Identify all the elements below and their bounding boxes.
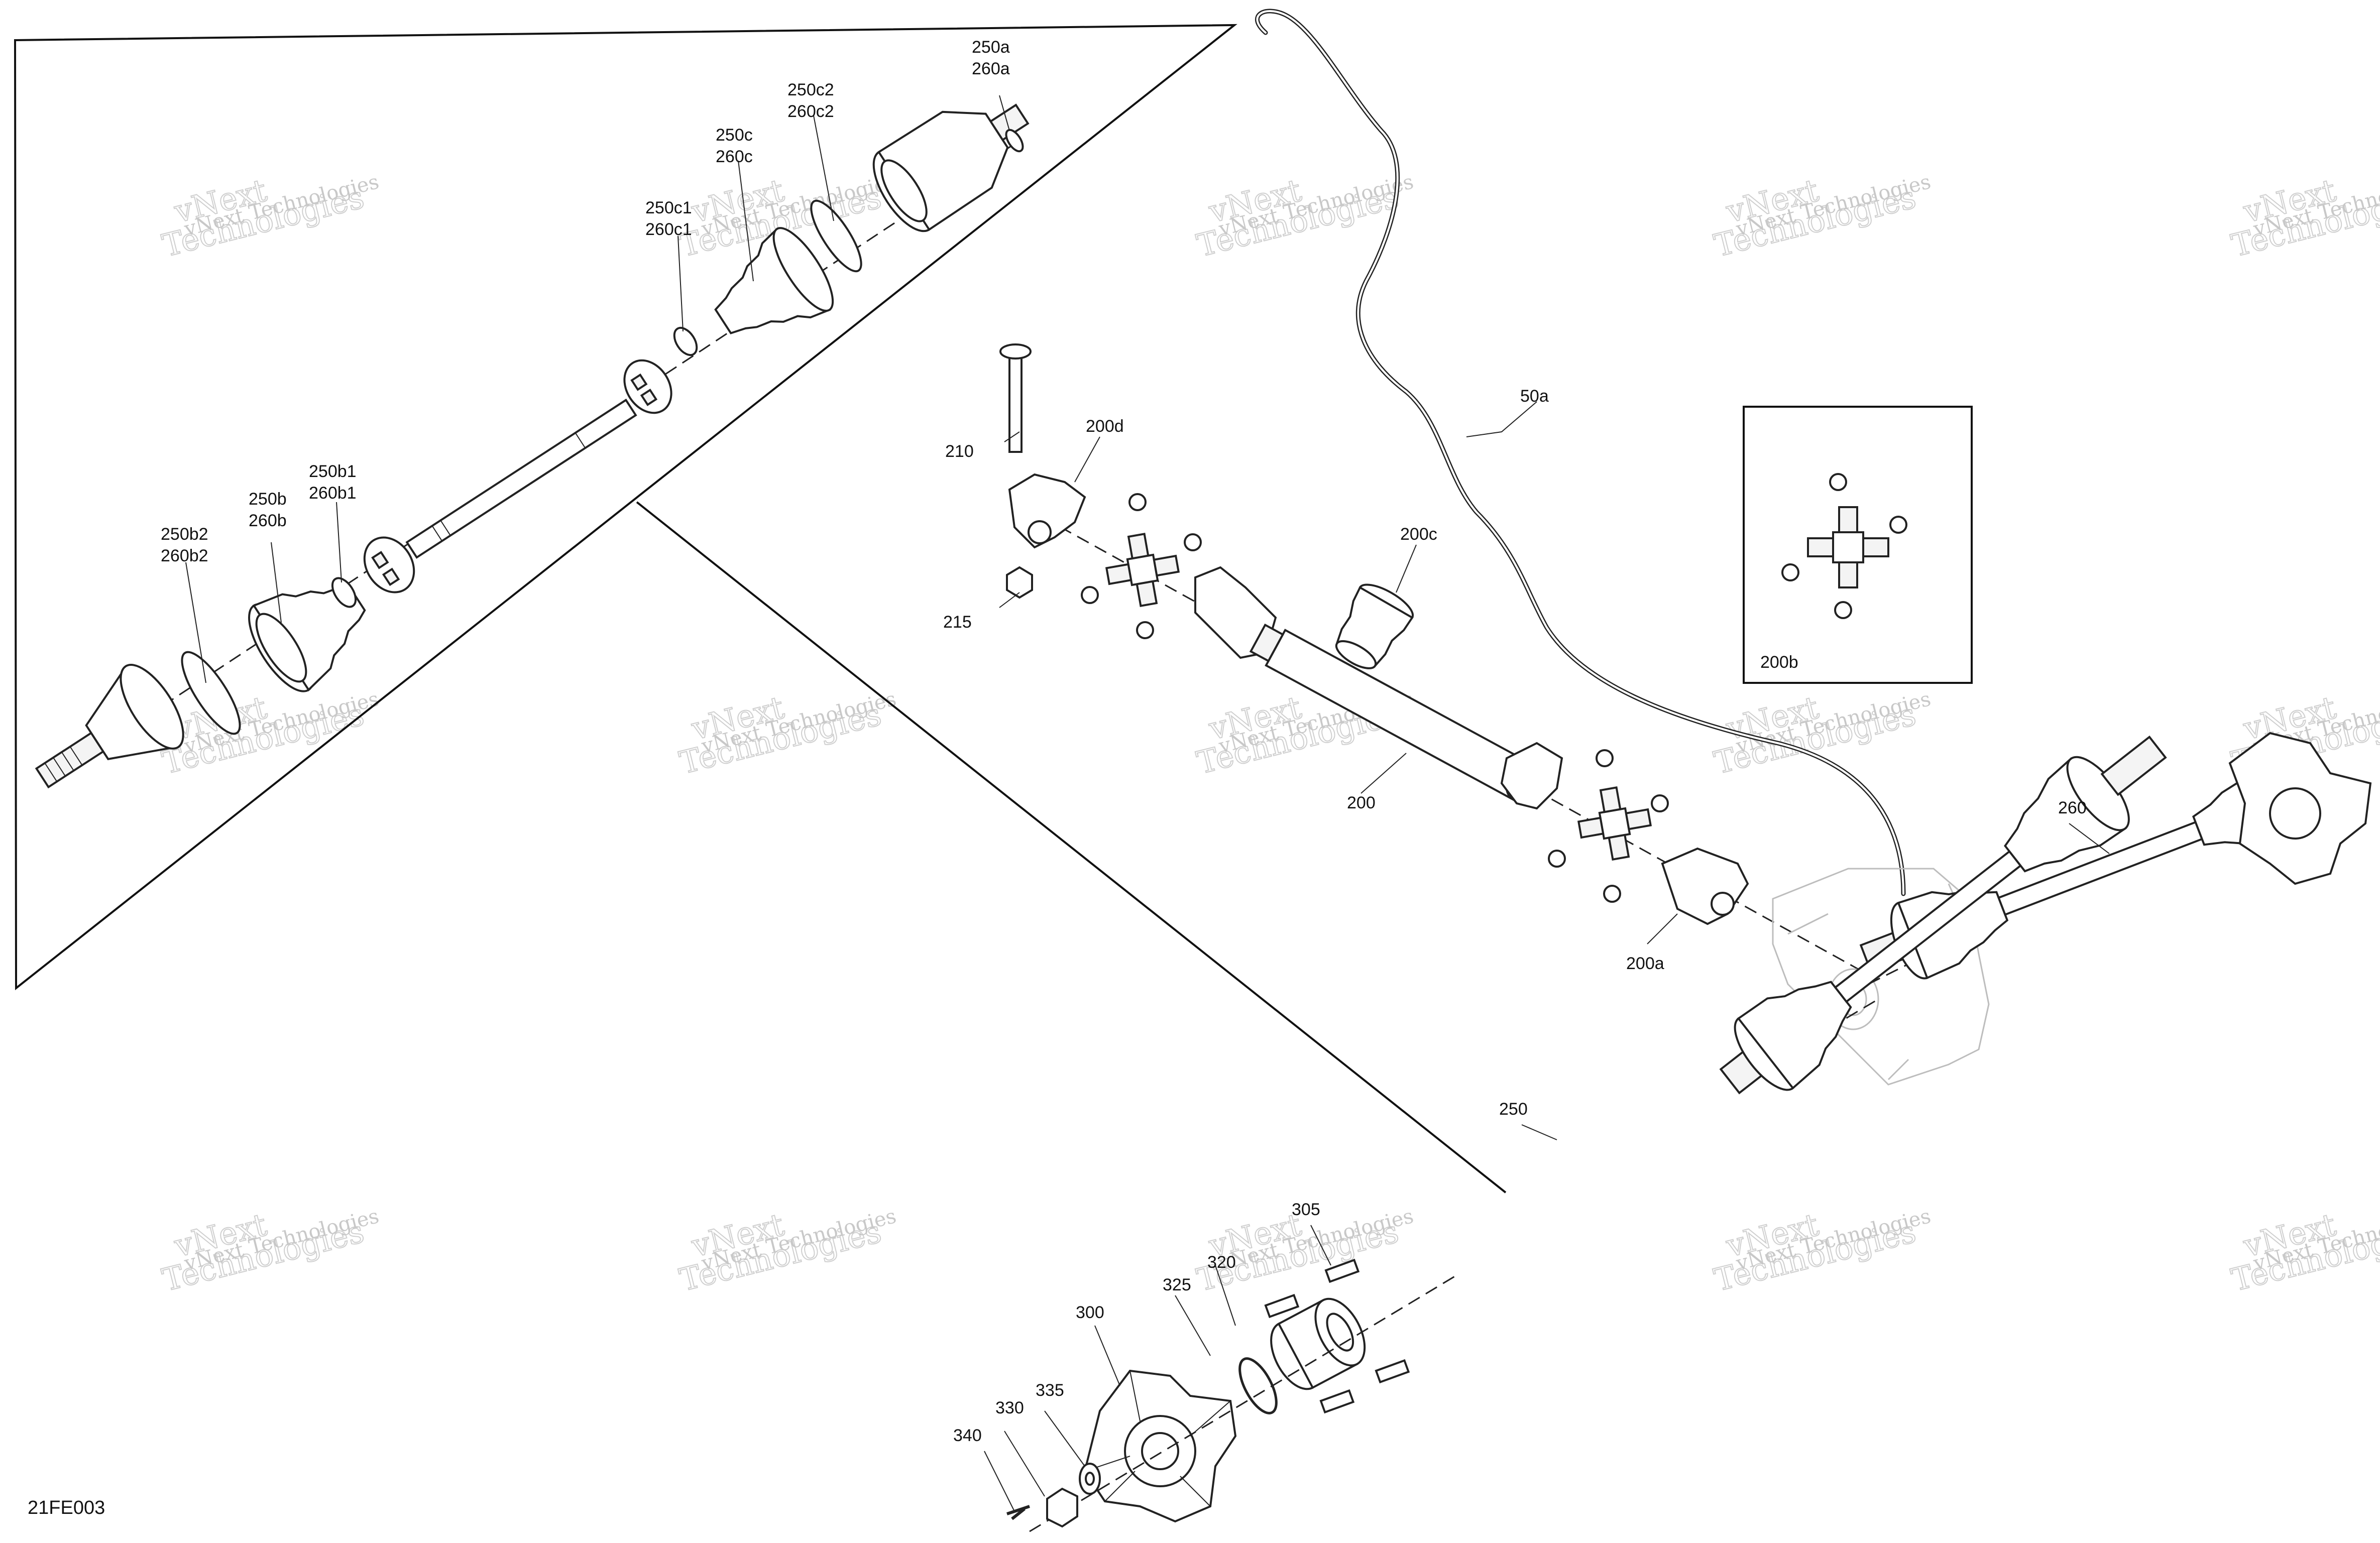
watermark: vNext Technologies vNext Technologies: [1710, 1205, 1933, 1299]
detail-callout-line: [636, 501, 1507, 1194]
cotter-pin-340: [1006, 1505, 1030, 1520]
leader-lines: [185, 95, 2110, 1512]
label-260: 260: [2058, 798, 2087, 817]
watermark: vNext Technologies vNext Technologies: [675, 1205, 898, 1299]
inset-shaft-exploded: [35, 103, 1030, 789]
cv-joint-cage: [623, 359, 672, 414]
label-260b1: 260b1: [309, 484, 357, 503]
bolt: [1319, 1389, 1355, 1414]
watermark: vNext Technologies vNext Technologies: [1193, 1205, 1416, 1299]
label-260b: 260b: [249, 511, 287, 530]
snap-ring: [1548, 850, 1566, 868]
label-250: 250: [1499, 1100, 1528, 1119]
nut-330: [1046, 1487, 1078, 1528]
snap-ring: [1781, 563, 1799, 581]
vent-tube: [1255, 9, 1906, 896]
wheel-hub-300: [1083, 1369, 1237, 1523]
part-labels: 50a 210 200d 200c 215 200 200a 200b 260 …: [28, 38, 2087, 1518]
snap-ring: [1184, 533, 1202, 551]
cv-boot: [248, 585, 366, 692]
label-300: 300: [1076, 1303, 1104, 1322]
boot-200c: [1335, 583, 1414, 669]
watermark: vNext Technologies vNext Technologies: [1710, 170, 1933, 265]
label-250c2: 250c2: [787, 80, 834, 99]
label-200c: 200c: [1400, 525, 1437, 544]
snap-ring: [1136, 621, 1154, 639]
watermark: vNext Technologies vNext Technologies: [158, 1205, 381, 1299]
label-250c1: 250c1: [645, 198, 692, 217]
label-250c: 250c: [716, 126, 753, 145]
label-260c1: 260c1: [645, 220, 692, 239]
snap-ring: [1596, 749, 1614, 767]
outer-stub-shaft: [35, 664, 184, 789]
snap-ring: [1889, 516, 1907, 534]
label-210: 210: [945, 442, 974, 461]
watermarks: vNext Technologies vNext Technologies vN…: [158, 170, 2380, 1299]
watermark: vNext Technologies vNext Technologies: [2227, 1205, 2380, 1299]
universal-joint-cross: [1105, 532, 1180, 608]
inset-shaft-bar: [405, 398, 637, 559]
label-200: 200: [1347, 793, 1376, 812]
snap-ring: [1834, 601, 1852, 619]
circlip-325: [1238, 1357, 1278, 1414]
snap-ring: [1603, 885, 1621, 903]
watermark: vNext Technologies vNext Technologies: [2227, 170, 2380, 265]
label-320: 320: [1207, 1253, 1236, 1272]
cv-boot: [714, 227, 834, 334]
universal-joint-cross: [1807, 506, 1889, 588]
watermark: vNext Technologies vNext Technologies: [1710, 687, 1933, 782]
watermark: vNext Technologies vNext Technologies: [675, 687, 898, 782]
hub-hardware: [1006, 1258, 1457, 1532]
snap-ring: [1081, 586, 1099, 604]
label-330: 330: [995, 1398, 1024, 1417]
label-305: 305: [1292, 1200, 1320, 1219]
bearing-320: [1270, 1297, 1366, 1390]
small-clamp: [331, 577, 357, 608]
label-200b: 200b: [1760, 653, 1798, 672]
clamp-ring: [810, 199, 862, 273]
label-250b: 250b: [249, 490, 287, 509]
snap-ring: [1005, 129, 1024, 153]
label-335: 335: [1036, 1381, 1064, 1400]
label-260c2: 260c2: [787, 102, 834, 121]
detail-box-200b: [1743, 406, 1973, 684]
outer-housing: [872, 103, 1030, 232]
bolt-210: [999, 343, 1032, 453]
yoke-200a: [1661, 847, 1749, 925]
clamp-ring: [181, 651, 241, 735]
snap-ring: [1128, 493, 1147, 511]
label-250a: 250a: [972, 38, 1010, 57]
snap-ring: [1829, 473, 1847, 491]
universal-joint-cross: [1577, 786, 1652, 861]
label-250b1: 250b1: [309, 462, 357, 481]
bolt-305: [1324, 1258, 1360, 1283]
watermark: vNext Technologies vNext Technologies: [158, 170, 381, 265]
label-340: 340: [953, 1426, 982, 1445]
label-260b2: 260b2: [161, 546, 208, 565]
watermark: vNext Technologies vNext Technologies: [2227, 687, 2380, 782]
label-215: 215: [943, 613, 972, 632]
label-200a: 200a: [1626, 954, 1664, 973]
bolt: [1375, 1359, 1410, 1384]
snap-ring: [1651, 794, 1669, 812]
label-260c: 260c: [716, 147, 753, 166]
cv-joint-cage: [363, 536, 415, 594]
half-shaft-250: [1719, 735, 2167, 1095]
label-250b2: 250b2: [161, 525, 208, 544]
label-260a: 260a: [972, 59, 1010, 78]
end-yoke: [1500, 742, 1563, 810]
nut-215: [1006, 566, 1033, 599]
label-200d: 200d: [1086, 417, 1124, 436]
detail-inset-frame: [14, 24, 1237, 991]
prop-shaft-assembly: [999, 343, 1859, 970]
figure-code: 21FE003: [28, 1497, 105, 1518]
bolt: [1264, 1293, 1300, 1319]
small-clamp: [673, 326, 698, 357]
label-325: 325: [1163, 1275, 1191, 1294]
label-50a: 50a: [1520, 387, 1549, 406]
